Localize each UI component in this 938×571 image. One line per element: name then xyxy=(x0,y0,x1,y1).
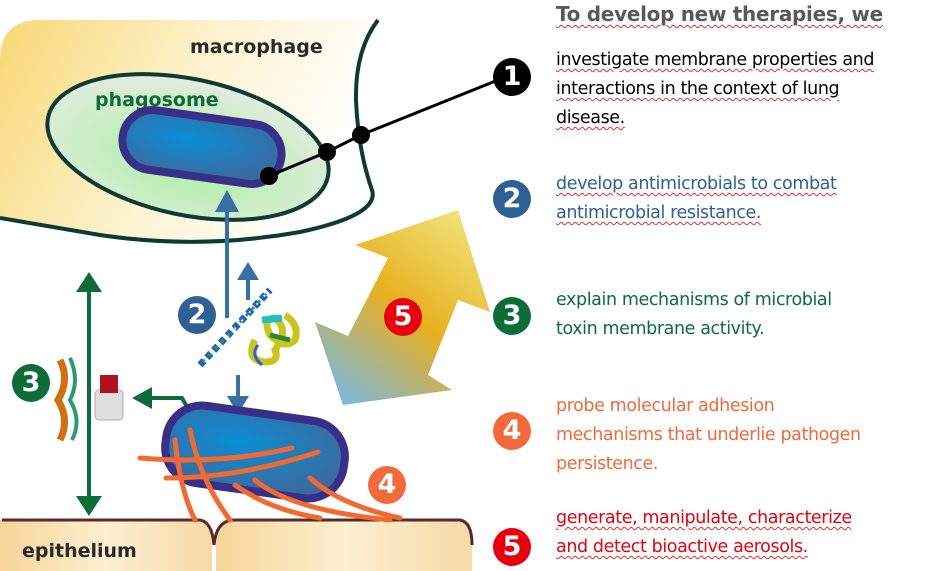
pili-icon xyxy=(137,427,403,523)
list-item-3: explain mechanisms of microbial toxin me… xyxy=(556,286,832,344)
connector-node xyxy=(260,167,278,185)
badge-2: 2 xyxy=(493,180,531,218)
macrophage-membrane xyxy=(0,18,380,244)
epithelium-cell-right xyxy=(216,520,472,571)
list-item-4: probe molecular adhesion mechanisms that… xyxy=(556,392,861,479)
protein-helix-icon xyxy=(197,287,273,368)
connector-node xyxy=(352,126,370,144)
phagosome-label: phagosome xyxy=(95,89,219,111)
badge-4-diagram: 4 xyxy=(368,466,406,504)
item-4-line: mechanisms that underlie pathogen xyxy=(556,425,861,445)
item-4-line: probe molecular adhesion xyxy=(556,396,775,416)
macrophage-label: macrophage xyxy=(190,36,323,58)
arrowhead-icon xyxy=(76,496,102,516)
item-2-line: develop antimicrobials to combat xyxy=(556,174,837,194)
item-2-line: antimicrobial resistance. xyxy=(556,203,762,223)
badge-1: 1 xyxy=(493,58,531,96)
panel-heading: To develop new therapies, we xyxy=(556,2,883,26)
badge-3: 3 xyxy=(493,297,531,335)
connector-line-1 xyxy=(268,78,499,178)
item-1-line: disease. xyxy=(556,108,625,128)
badge-2-diagram: 2 xyxy=(178,296,216,334)
item-4-line: persistence. xyxy=(556,454,659,474)
list-item-1: investigate membrane properties and inte… xyxy=(556,46,874,133)
membrane-toxin-icon xyxy=(53,357,124,442)
item-3-line: explain mechanisms of microbial xyxy=(556,290,832,310)
connector-node xyxy=(318,143,336,161)
arrowhead-icon xyxy=(215,190,239,212)
arrowhead-icon xyxy=(76,272,102,292)
epithelium-membrane xyxy=(2,518,474,546)
item-1-line: investigate membrane properties and xyxy=(556,50,875,70)
item-3-line: toxin membrane activity. xyxy=(556,319,765,339)
item-5-line: and detect bioactive aerosols. xyxy=(556,537,808,557)
list-item-2: develop antimicrobials to combat antimic… xyxy=(556,170,837,228)
badge-5: 5 xyxy=(493,528,531,566)
badge-4: 4 xyxy=(493,412,531,450)
item-1-line: interactions in the context of lung xyxy=(556,79,840,99)
protein-fold-icon xyxy=(248,312,300,367)
arrowhead-icon xyxy=(227,396,249,414)
badge-5-diagram: 5 xyxy=(384,298,422,336)
epithelium-cell-left xyxy=(0,520,212,571)
arrowhead-icon xyxy=(132,387,152,409)
epithelium-label: epithelium xyxy=(22,540,137,562)
arrowhead-icon xyxy=(237,262,259,280)
bacterium-internalized xyxy=(118,106,286,188)
badge-3-diagram: 3 xyxy=(12,364,50,402)
list-item-5: generate, manipulate, characterize and d… xyxy=(556,504,852,562)
item-5-line: generate, manipulate, characterize xyxy=(556,508,852,528)
